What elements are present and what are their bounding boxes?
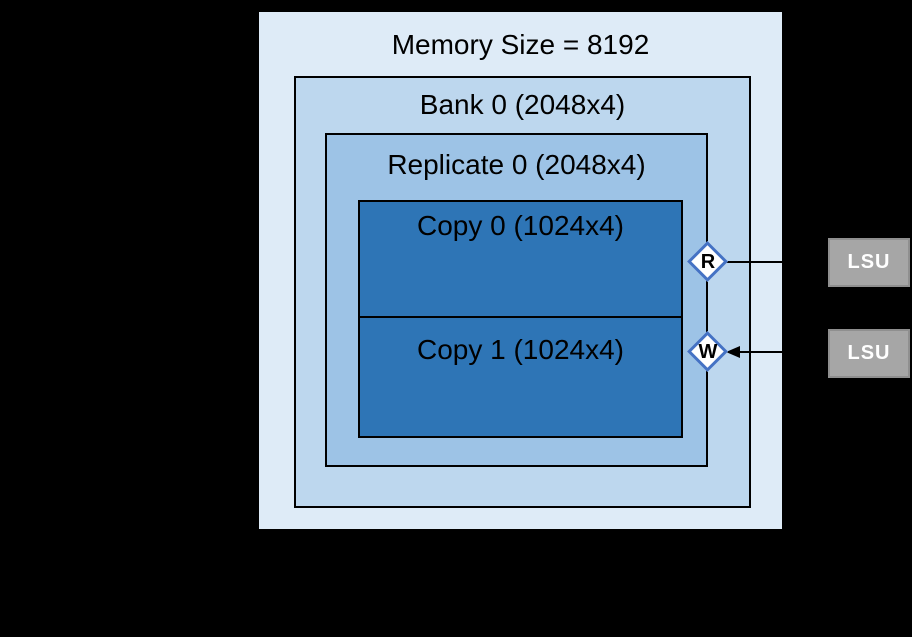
- write-port-label: W: [698, 340, 718, 363]
- lsu-write-unit: LSU: [828, 329, 910, 378]
- write-port-diamond: W: [686, 330, 729, 373]
- write-connection-line: [736, 351, 783, 353]
- memory-size-label: Memory Size = 8192: [391, 29, 650, 60]
- read-port-diamond: R: [686, 240, 729, 283]
- lsu-read-unit: LSU: [828, 238, 910, 287]
- replicate-label: Replicate 0 (2048x4): [387, 149, 646, 180]
- read-connection-line: [710, 261, 783, 263]
- copy-0-box: [358, 200, 683, 318]
- read-port-label: R: [700, 250, 716, 273]
- write-arrowhead-icon: [726, 346, 740, 358]
- lsu-write-label: LSU: [847, 342, 891, 364]
- lsu-read-label: LSU: [847, 251, 891, 273]
- bank-label: Bank 0 (2048x4): [419, 89, 626, 120]
- copy-1-box: [358, 316, 683, 438]
- copy-1-label: Copy 1 (1024x4): [416, 334, 624, 365]
- copy-0-label: Copy 0 (1024x4): [416, 210, 624, 241]
